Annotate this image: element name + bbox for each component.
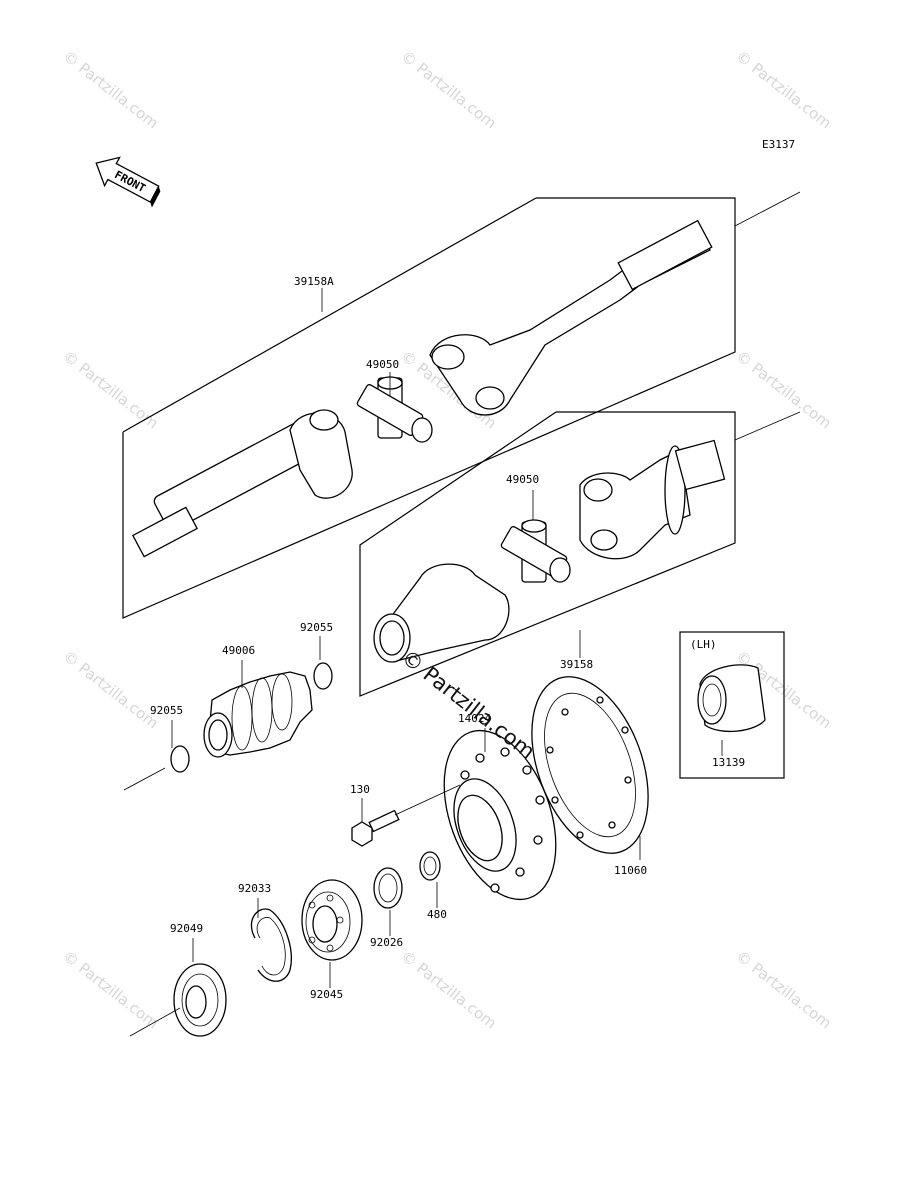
label-130: 130 xyxy=(350,783,370,796)
watermark: © Partzilla.com xyxy=(733,947,835,1032)
front-arrow-icon: FRONT xyxy=(95,156,161,208)
label-11060: 11060 xyxy=(614,864,647,877)
label-39158A: 39158A xyxy=(294,275,334,288)
o-ring-upper xyxy=(313,662,333,690)
label-14024: 14024 xyxy=(458,712,491,725)
drive-shaft-lower xyxy=(373,439,726,663)
label-49050-upper: 49050 xyxy=(366,358,399,371)
lh-label: (LH) xyxy=(690,638,717,651)
o-ring-lower xyxy=(170,745,190,773)
watermark: © Partzilla.com xyxy=(398,947,500,1032)
ball-bearing xyxy=(301,879,363,961)
label-92045: 92045 xyxy=(310,988,343,1001)
label-39158: 39158 xyxy=(560,658,593,671)
ring-92026 xyxy=(373,867,403,909)
assembly-frame-upper xyxy=(122,197,736,619)
callout-labels: 39158A 49050 49050 39158 49006 92055 920… xyxy=(150,275,745,1001)
watermark: © Partzilla.com xyxy=(398,47,500,132)
universal-joint-upper xyxy=(356,376,433,443)
label-480: 480 xyxy=(427,908,447,921)
oil-seal xyxy=(129,963,227,1037)
gasket xyxy=(531,676,649,854)
watermark: © Partzilla.com xyxy=(733,47,835,132)
watermark: © Partzilla.com xyxy=(60,947,162,1032)
leader-lines xyxy=(171,288,723,988)
drive-shaft-upper xyxy=(131,219,713,558)
bolt xyxy=(351,784,461,847)
circlip xyxy=(250,908,292,982)
label-92049: 92049 xyxy=(170,922,203,935)
watermark: © Partzilla.com xyxy=(60,47,162,132)
label-92026: 92026 xyxy=(370,936,403,949)
label-92055-upper: 92055 xyxy=(300,621,333,634)
universal-joint-lower xyxy=(500,519,571,583)
label-49006: 49006 xyxy=(222,644,255,657)
assembly-frame-lower xyxy=(359,411,736,697)
snap-ring-480 xyxy=(419,851,441,881)
watermark: © Partzilla.com xyxy=(60,647,162,732)
label-92055-lower: 92055 xyxy=(150,704,183,717)
cv-boot xyxy=(203,671,313,758)
lh-part-box: (LH) xyxy=(679,631,785,779)
label-92033: 92033 xyxy=(238,882,271,895)
diagram-code: E3137 xyxy=(762,138,795,151)
label-49050-lower: 49050 xyxy=(506,473,539,486)
watermark: © Partzilla.com xyxy=(60,347,162,432)
label-13139: 13139 xyxy=(712,756,745,769)
hub-flange xyxy=(443,729,557,901)
watermark: © Partzilla.com xyxy=(733,347,835,432)
